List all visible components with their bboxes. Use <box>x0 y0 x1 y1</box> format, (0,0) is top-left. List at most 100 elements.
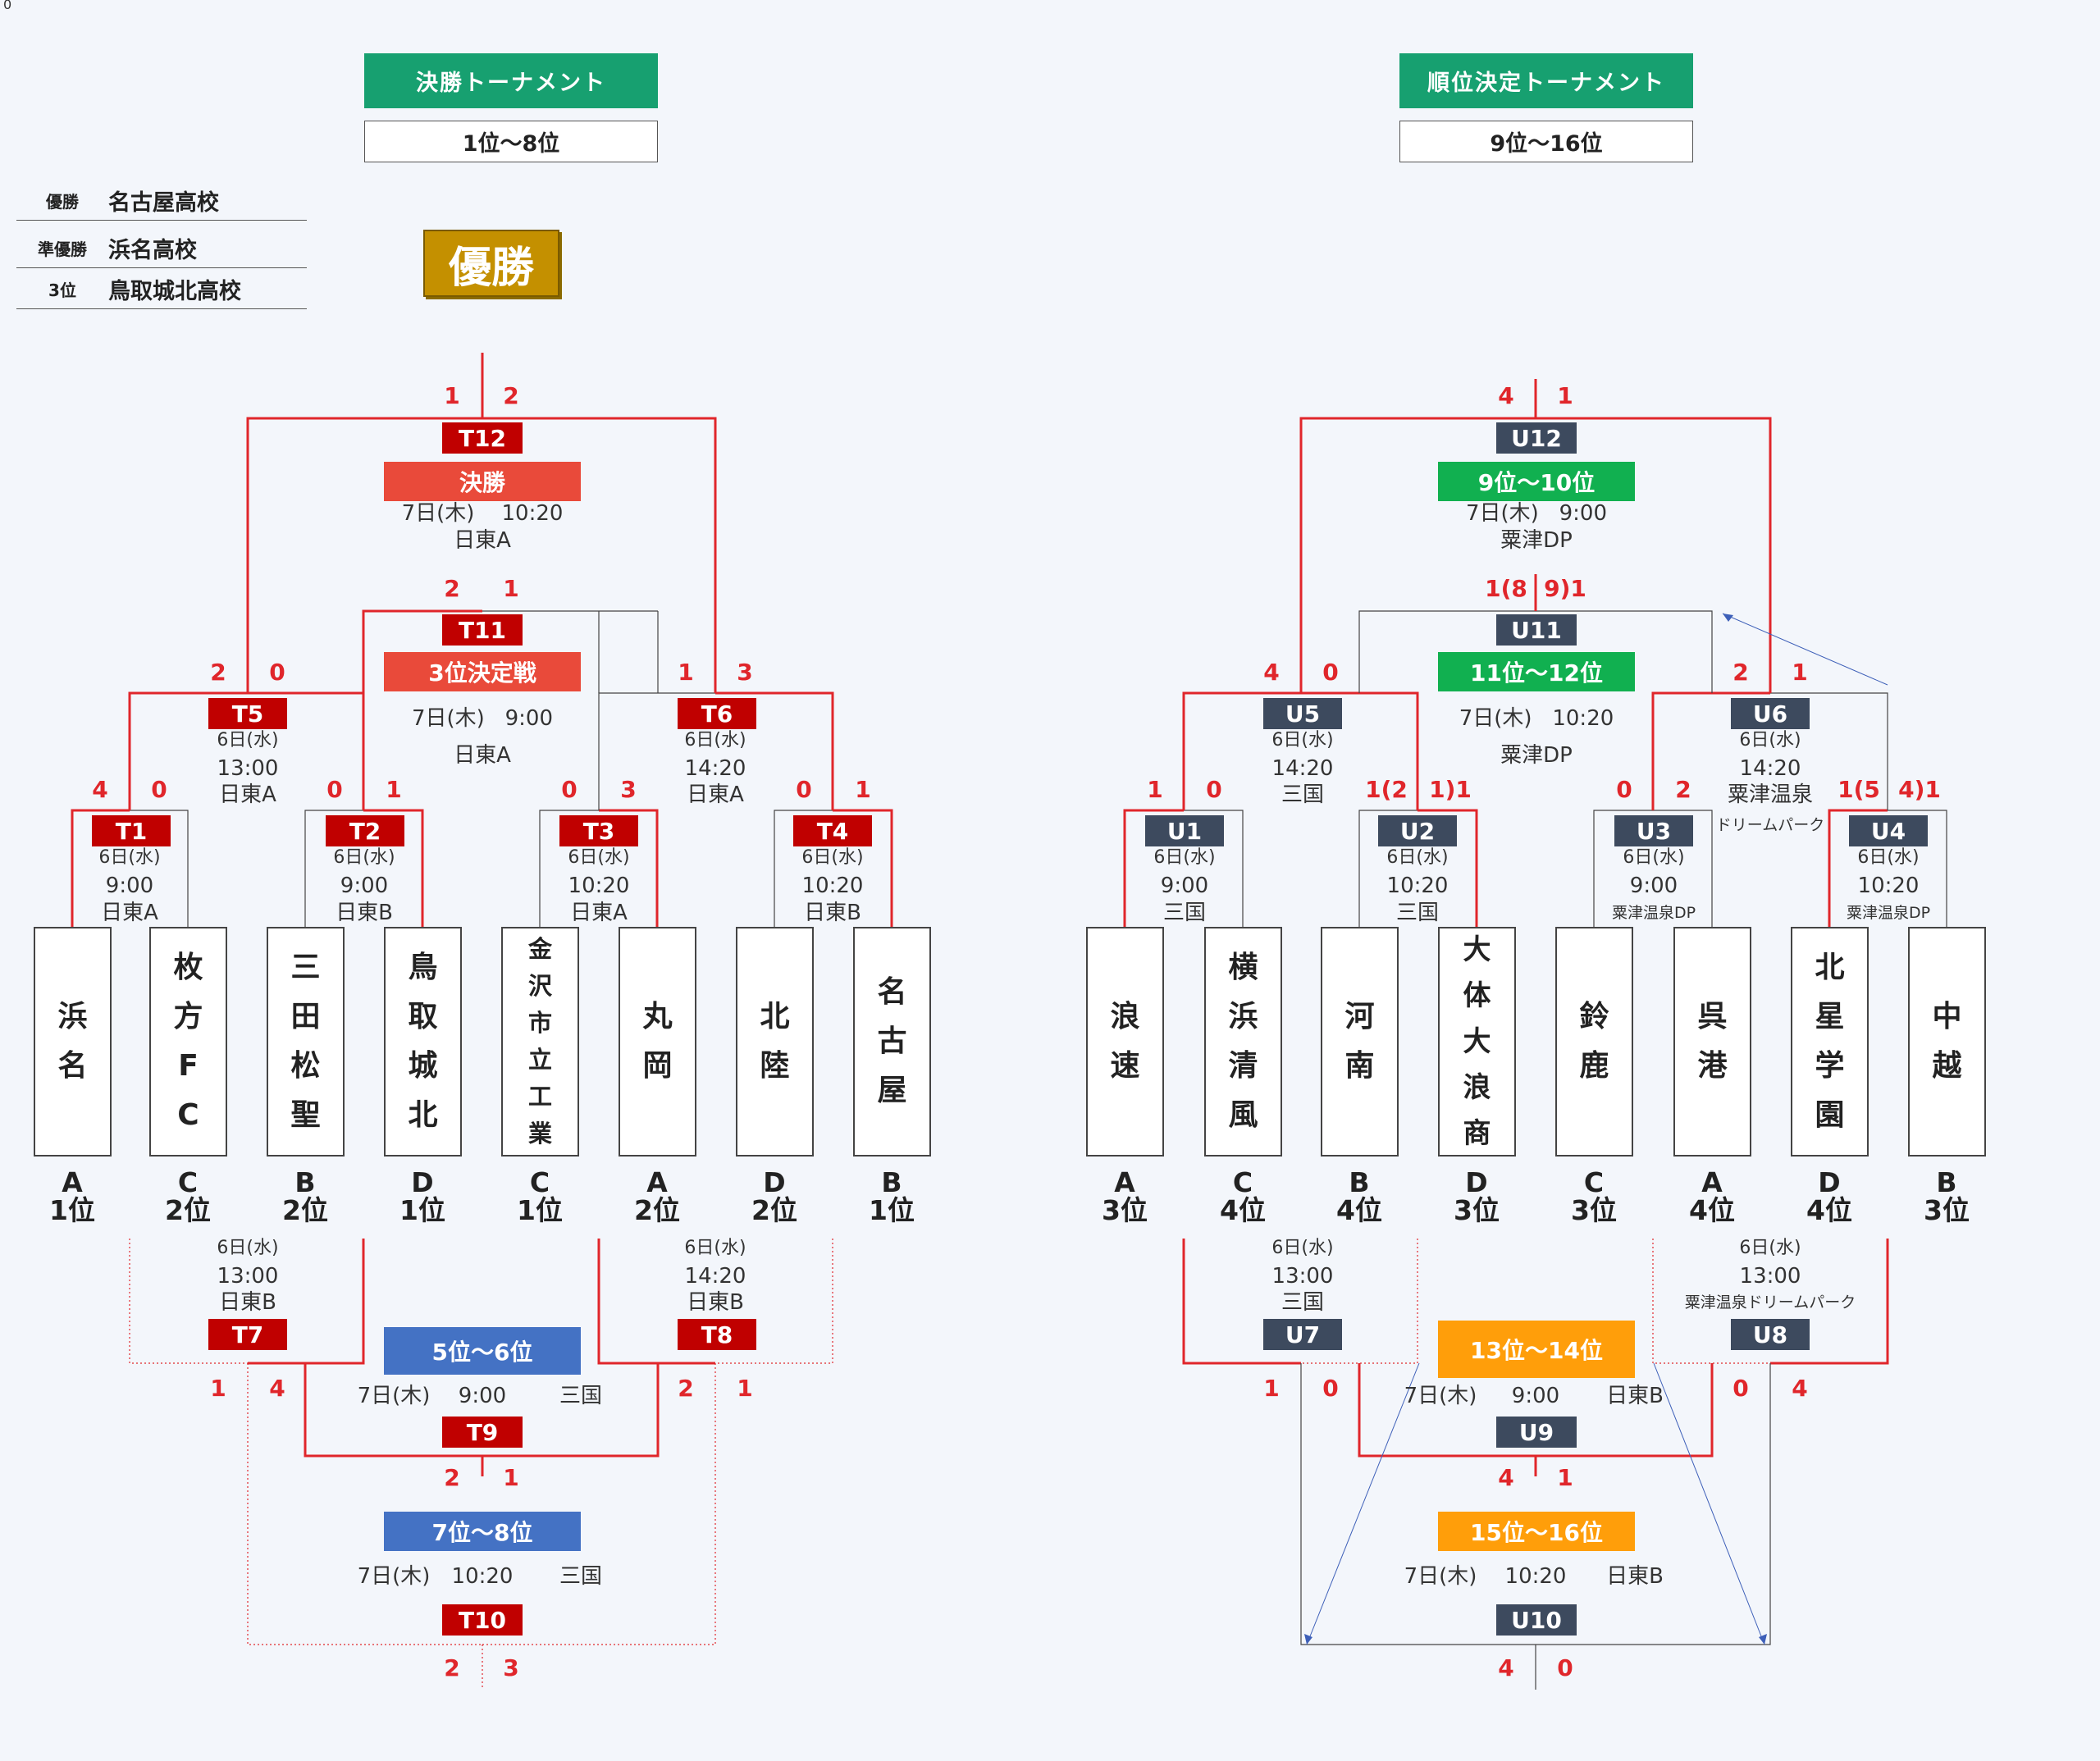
seed-rank: 2位 <box>751 1194 797 1226</box>
u8-venue: 粟津温泉ドリームパーク <box>1684 1293 1856 1312</box>
result-label: 3位 <box>48 280 76 300</box>
match-t9-label[interactable]: T9 <box>442 1417 523 1448</box>
u8-time: 13:00 <box>1739 1264 1801 1289</box>
t1-score-left: 4 <box>92 776 108 803</box>
right-team-box: 浪速 <box>1086 927 1164 1157</box>
match-u7-label[interactable]: U7 <box>1263 1319 1342 1350</box>
t3-time: 10:20 <box>568 874 630 898</box>
left-team-box: 三田松聖 <box>267 927 345 1157</box>
t11-date: 7日(木) <box>411 706 485 731</box>
seed-group: C <box>529 1166 550 1198</box>
match-t4-label[interactable]: T4 <box>793 815 872 846</box>
team-name-char: 沢 <box>527 972 552 1000</box>
match-t12-label[interactable]: T12 <box>442 422 523 454</box>
t2-time: 9:00 <box>340 874 389 898</box>
team-name-char: 北 <box>1815 951 1845 984</box>
round-final-label: 決勝 <box>384 462 581 501</box>
t8-score-right: 1 <box>737 1375 753 1402</box>
result-row-runner-up: 準優勝 浜名高校 <box>16 228 307 268</box>
match-u9-label[interactable]: U9 <box>1496 1417 1577 1448</box>
t9-venue: 三国 <box>559 1384 602 1408</box>
u1-venue: 三国 <box>1162 901 1206 925</box>
team-name-char: 浜 <box>1228 1000 1258 1033</box>
team-name-char: 陸 <box>760 1049 790 1083</box>
match-u10-label[interactable]: U10 <box>1496 1604 1577 1636</box>
u11-score-right: 9)1 <box>1544 575 1586 602</box>
match-t5-label[interactable]: T5 <box>208 698 287 729</box>
match-t2-label[interactable]: T2 <box>326 815 404 846</box>
team-name-char: 北 <box>760 1000 790 1033</box>
match-t10-label[interactable]: T10 <box>442 1604 523 1636</box>
team-name-char: 金 <box>527 935 552 963</box>
t5-time: 13:00 <box>217 756 279 781</box>
seed-group: A <box>62 1166 83 1198</box>
right-team-box: 大体大浪商 <box>1438 927 1516 1157</box>
t4-venue: 日東B <box>804 901 861 925</box>
t7-score-left: 1 <box>210 1375 226 1402</box>
right-team-box: 河南 <box>1321 927 1399 1157</box>
u4-score-right: 4)1 <box>1898 776 1941 803</box>
t9-time: 9:00 <box>458 1384 507 1408</box>
t11-score-right: 1 <box>503 575 519 602</box>
match-t6-label[interactable]: T6 <box>678 698 756 729</box>
champion-banner: 優勝 <box>423 230 559 297</box>
u6-venue: 粟津温泉 <box>1727 782 1813 807</box>
match-t7-label[interactable]: T7 <box>208 1319 287 1350</box>
u5-score-left: 4 <box>1263 659 1280 686</box>
u1-score-right: 0 <box>1206 776 1222 803</box>
match-u3-label[interactable]: U3 <box>1614 815 1693 846</box>
match-u4-label[interactable]: U4 <box>1849 815 1928 846</box>
match-t3-label[interactable]: T3 <box>559 815 638 846</box>
t6-venue: 日東A <box>687 782 744 807</box>
t3-date: 6日(水) <box>568 847 630 868</box>
u1-date: 6日(水) <box>1153 847 1216 868</box>
match-u8-label[interactable]: U8 <box>1731 1319 1810 1350</box>
team-name-char: 枚 <box>173 951 203 984</box>
right-team-box: 北星学園 <box>1791 927 1869 1157</box>
team-name-char: 横 <box>1228 951 1258 984</box>
round-9th-10th-label: 9位〜10位 <box>1438 462 1635 501</box>
match-t8-label[interactable]: T8 <box>678 1319 756 1350</box>
team-name-char: C <box>177 1098 199 1132</box>
match-u1-label[interactable]: U1 <box>1145 815 1224 846</box>
match-u6-label[interactable]: U6 <box>1731 698 1810 729</box>
left-team-box: 北陸 <box>736 927 814 1157</box>
team-name-char: 速 <box>1110 1049 1140 1083</box>
final-tournament-header: 決勝トーナメント <box>364 53 658 108</box>
team-name-char: 浪 <box>1463 1071 1491 1104</box>
u3-time: 9:00 <box>1629 874 1678 898</box>
t8-date: 6日(水) <box>684 1238 746 1258</box>
team-name-char: 学 <box>1815 1049 1845 1083</box>
u6-time: 14:20 <box>1739 756 1801 781</box>
u2-venue: 三国 <box>1395 901 1439 925</box>
u1-score-left: 1 <box>1147 776 1163 803</box>
seed-rank: 1位 <box>399 1194 445 1226</box>
match-u5-label[interactable]: U5 <box>1263 698 1342 729</box>
team-name-char: 鈴 <box>1579 1000 1609 1033</box>
seed-rank: 2位 <box>282 1194 328 1226</box>
team-name-char: 大 <box>1463 933 1491 966</box>
team-name-char: 呉 <box>1697 1000 1728 1033</box>
round-13th-14th-label: 13位〜14位 <box>1438 1321 1635 1378</box>
match-t11-label[interactable]: T11 <box>442 614 523 646</box>
t2-score-right: 1 <box>386 776 402 803</box>
match-u11-label[interactable]: U11 <box>1496 614 1577 646</box>
seed-rank: 2位 <box>634 1194 680 1226</box>
match-u12-label[interactable]: U12 <box>1496 422 1577 454</box>
t7-date: 6日(水) <box>217 1238 279 1258</box>
match-t1-label[interactable]: T1 <box>92 815 171 846</box>
team-name-char: 立 <box>527 1046 552 1074</box>
seed-rank: 4位 <box>1220 1194 1266 1226</box>
match-u2-label[interactable]: U2 <box>1378 815 1457 846</box>
result-label: 準優勝 <box>38 239 87 259</box>
u7-date: 6日(水) <box>1271 1238 1334 1258</box>
